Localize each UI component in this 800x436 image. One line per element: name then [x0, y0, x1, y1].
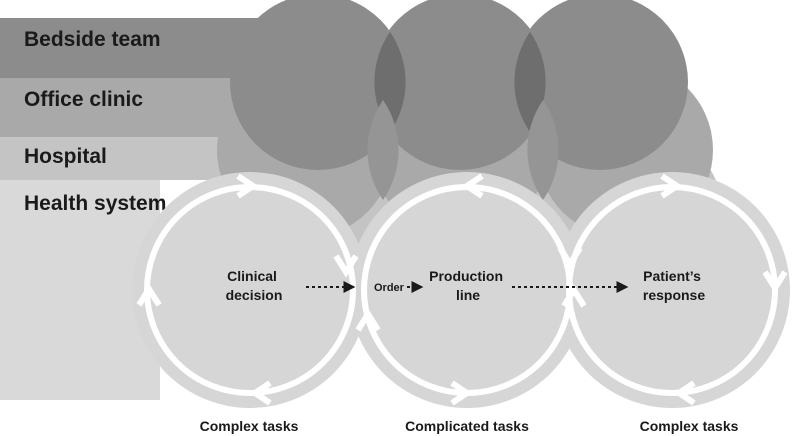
cycle-label-production-line: Production line	[429, 268, 507, 303]
cycle-direction-chevron-icon	[561, 284, 587, 308]
cycle-label-line: Clinical	[227, 268, 277, 284]
cycle-direction-chevron-icon	[557, 246, 583, 270]
level-label-bedside-team: Bedside team	[24, 28, 161, 51]
level-label-hospital: Hospital	[24, 145, 107, 168]
bedside-team-band	[0, 0, 688, 170]
cycle-direction-chevron-icon	[762, 270, 788, 294]
cycle-direction-chevron-icon	[673, 380, 696, 406]
cycle-direction-chevron-icon	[660, 173, 683, 199]
level-label-office-clinic: Office clinic	[24, 88, 143, 111]
order-label: Order	[374, 282, 405, 294]
cycle-direction-chevron-icon	[450, 380, 473, 406]
cycle-disc-clinical-decision	[132, 172, 368, 408]
level-label-health-system: Health system	[24, 192, 166, 215]
cycle-direction-chevron-icon	[355, 308, 381, 332]
cycle-disc-patients-response	[554, 172, 790, 408]
cycle-direction-chevron-icon	[249, 380, 272, 406]
cycle-label-line: line	[456, 287, 480, 303]
cycle-label-line: response	[643, 287, 705, 303]
cycle-direction-chevron-icon	[236, 173, 259, 199]
cycle-direction-chevron-icon	[136, 283, 162, 307]
cycle-label-line: decision	[226, 287, 283, 303]
task-label-middle: Complicated tasks	[405, 418, 529, 434]
cycle-direction-chevron-icon	[461, 173, 484, 199]
cycle-label-line: Patient’s	[643, 268, 701, 284]
cycle-label-patients-response: Patient’s response	[643, 268, 705, 303]
cycle-disc-production-line	[349, 172, 585, 408]
office-clinic-overlap	[527, 100, 559, 200]
task-label-left: Complex tasks	[200, 418, 299, 434]
office-clinic-overlap	[367, 100, 399, 200]
task-label-right: Complex tasks	[640, 418, 739, 434]
cycle-direction-chevron-icon	[333, 254, 359, 278]
cycle-label-line: Production	[429, 268, 503, 284]
cycle-label-clinical-decision: Clinical decision	[226, 268, 283, 303]
